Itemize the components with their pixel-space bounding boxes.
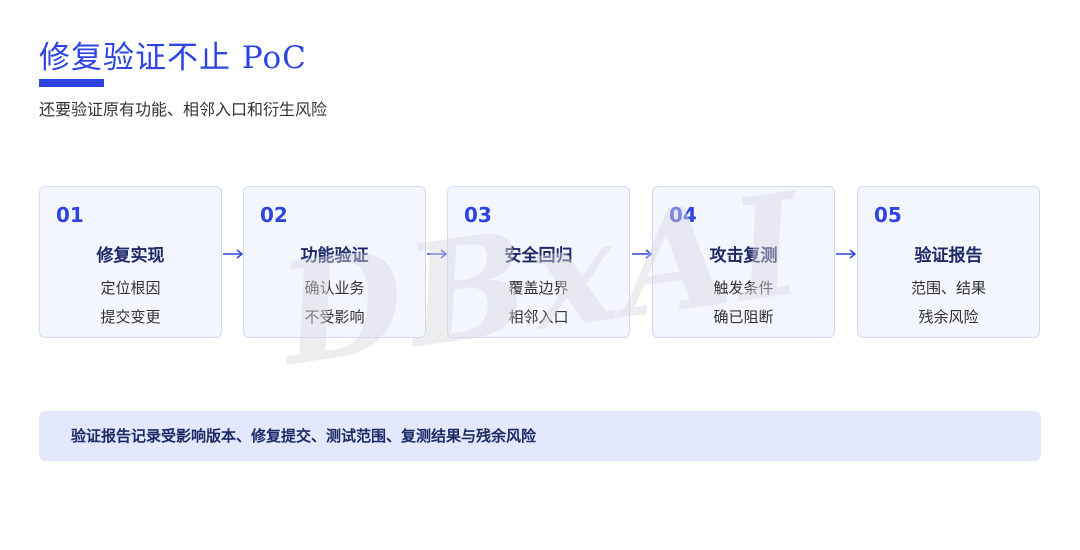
step-detail: 触发条件: [713, 279, 774, 297]
process-flow: 01 修复实现 定位根因 提交变更 02 功能验证 确认业务 不受影响 03 安…: [39, 186, 1041, 338]
step-card-1: 01 修复实现 定位根因 提交变更: [39, 186, 222, 338]
step-detail: 提交变更: [100, 308, 161, 326]
step-number: 05: [874, 203, 902, 227]
step-detail: 不受影响: [304, 308, 365, 326]
step-title: 安全回归: [504, 246, 573, 266]
arrow-right-icon: [223, 249, 244, 259]
arrow-right-icon: [632, 249, 653, 259]
step-number: 03: [464, 203, 492, 227]
summary-note: 验证报告记录受影响版本、修复提交、测试范围、复测结果与残余风险: [39, 411, 1041, 461]
step-detail: 确已阻断: [713, 308, 774, 326]
title-underline: [39, 79, 104, 87]
step-detail: 范围、结果: [910, 279, 986, 297]
step-card-3: 03 安全回归 覆盖边界 相邻入口: [447, 186, 630, 338]
step-title: 验证报告: [914, 246, 983, 266]
step-detail: 相邻入口: [508, 308, 569, 326]
page-subtitle: 还要验证原有功能、相邻入口和衍生风险: [39, 100, 328, 119]
step-detail: 残余风险: [918, 308, 979, 326]
step-number: 01: [56, 203, 84, 227]
arrow-right-icon: [836, 249, 857, 259]
step-detail: 覆盖边界: [508, 279, 569, 297]
step-card-5: 05 验证报告 范围、结果 残余风险: [857, 186, 1040, 338]
step-title: 修复实现: [96, 246, 165, 266]
step-title: 攻击复测: [709, 246, 778, 266]
step-card-4: 04 攻击复测 触发条件 确已阻断: [652, 186, 835, 338]
step-number: 04: [669, 203, 697, 227]
step-number: 02: [260, 203, 288, 227]
step-detail: 确认业务: [304, 279, 365, 297]
arrow-right-icon: [427, 249, 448, 259]
step-detail: 定位根因: [100, 279, 161, 297]
step-title: 功能验证: [300, 246, 369, 266]
page-title: 修复验证不止 PoC: [39, 40, 307, 76]
step-card-2: 02 功能验证 确认业务 不受影响: [243, 186, 426, 338]
